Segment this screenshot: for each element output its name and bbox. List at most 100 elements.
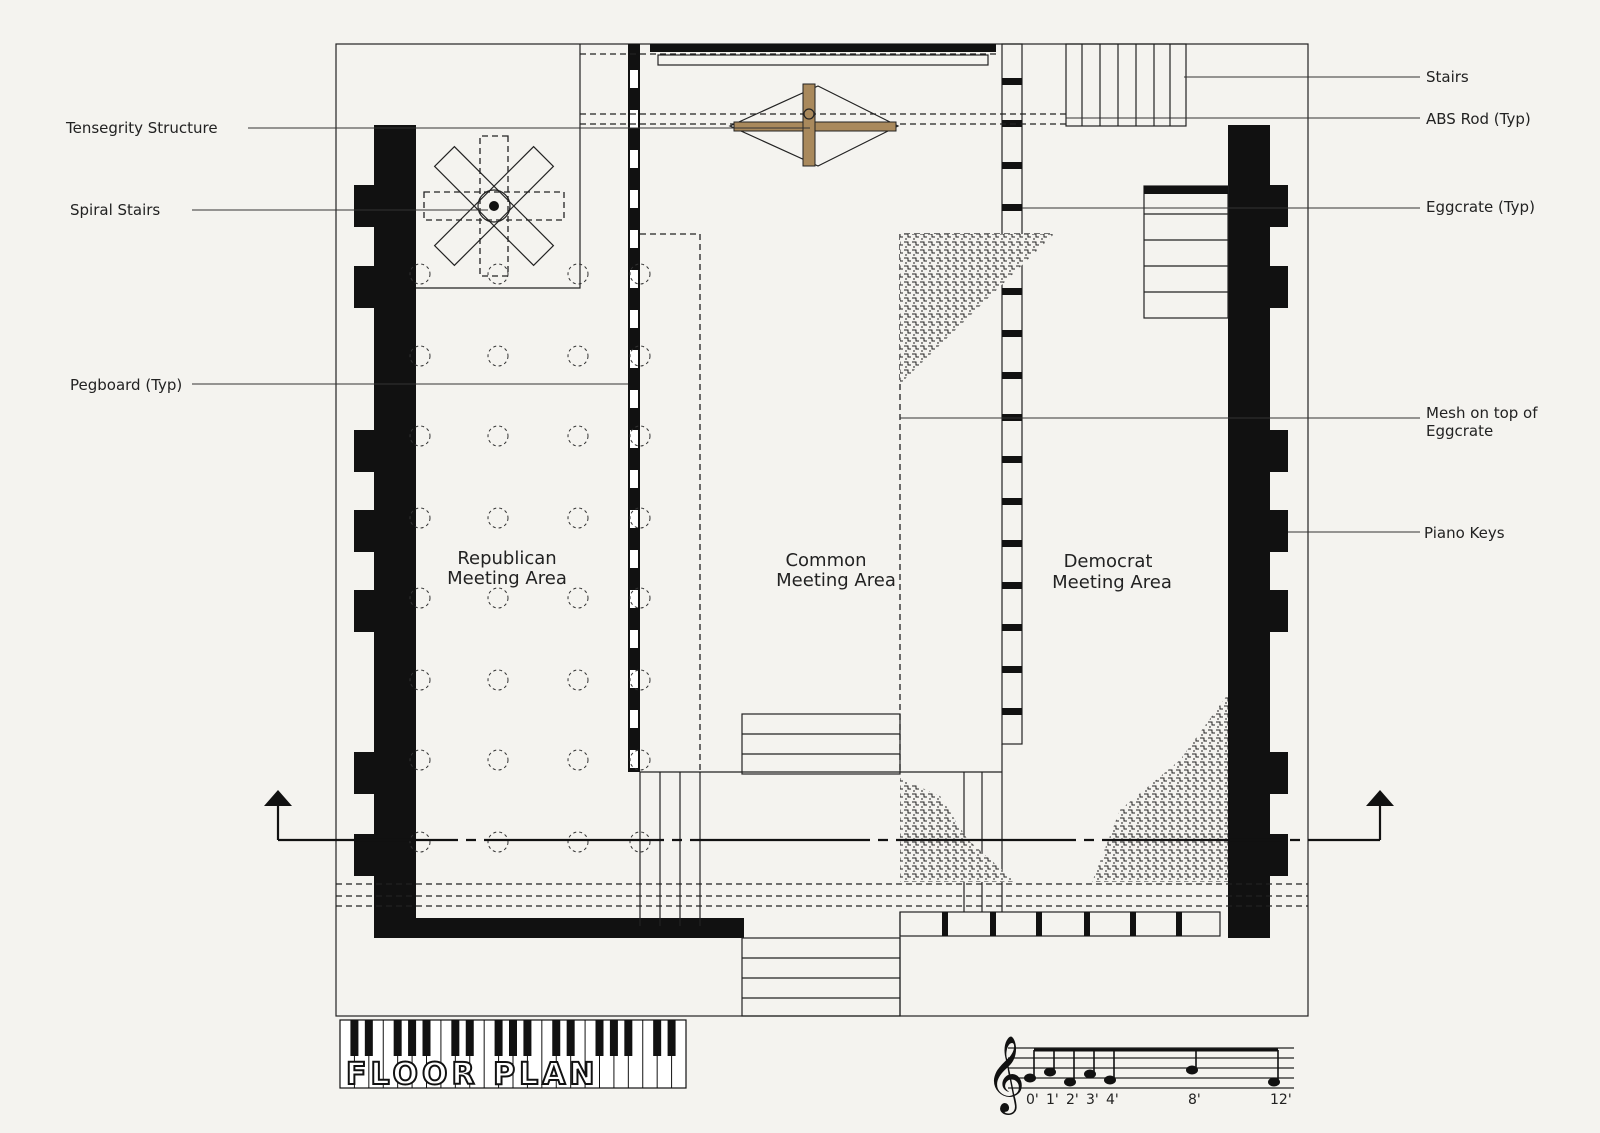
eggcrate-bar (1002, 288, 1022, 295)
area-republican-line2: Meeting Area (447, 568, 567, 589)
pegboard-gap (630, 70, 638, 88)
area-common-line1: Common (785, 550, 866, 571)
eggcrate-bar (1002, 78, 1022, 85)
eggcrate-bar (1002, 204, 1022, 211)
peg-circle (629, 263, 651, 285)
scale-tick-label: 3' (1086, 1092, 1099, 1108)
scale-bar: 𝄞 0'1'2'3'4'8'12' (986, 1035, 1294, 1115)
eggcrate-bar (1002, 624, 1022, 631)
peg-circle (629, 345, 651, 367)
pegboard-gap (630, 590, 638, 608)
area-republican-line1: Republican (457, 548, 556, 569)
peg-circle (409, 749, 431, 771)
peg-circle (487, 831, 509, 853)
scale-tick-label: 8' (1188, 1092, 1201, 1108)
stairs-common-area (741, 713, 901, 1017)
peg-circle (567, 507, 589, 529)
pegboard-gap (630, 750, 638, 768)
piano-key-black (465, 1020, 474, 1056)
peg-circle (567, 345, 589, 367)
label-mesh-line1: Mesh on top of (1426, 404, 1538, 422)
peg-circle (629, 831, 651, 853)
peg-circle (487, 263, 509, 285)
piano-key-black (552, 1020, 561, 1056)
pegboard-gap (630, 630, 638, 648)
spiral-stair-room (416, 44, 581, 289)
pegboard-gap (630, 270, 638, 288)
eggcrate-bar (1002, 330, 1022, 337)
piano-key-black (494, 1020, 503, 1056)
piano-key-black (408, 1020, 417, 1056)
label-pegboard: Pegboard (Typ) (70, 376, 182, 394)
pegboard-gap (630, 350, 638, 368)
piano-key-black (422, 1020, 431, 1056)
mesh-areas (900, 234, 1228, 882)
peg-circle (409, 263, 431, 285)
pegboard-circles (409, 263, 651, 853)
eggcrate-bar (1002, 498, 1022, 505)
pegboard-gap (630, 430, 638, 448)
label-piano-keys: Piano Keys (1424, 524, 1505, 542)
common-area-outline (639, 744, 1003, 1016)
left-wall (354, 125, 744, 938)
note-head (1044, 1067, 1056, 1077)
label-abs-rod: ABS Rod (Typ) (1426, 110, 1531, 128)
label-stairs: Stairs (1426, 68, 1469, 86)
peg-circle (487, 669, 509, 691)
piano-key-black (364, 1020, 373, 1056)
right-wall (1228, 125, 1288, 938)
treble-clef-icon: 𝄞 (986, 1035, 1025, 1115)
peg-circle (487, 587, 509, 609)
peg-circle (629, 669, 651, 691)
leader-lines (192, 76, 1420, 533)
peg-circle (409, 831, 431, 853)
piano-key-black (451, 1020, 460, 1056)
piano-key-black (566, 1020, 575, 1056)
peg-circle (409, 345, 431, 367)
peg-circle (567, 831, 589, 853)
peg-circle (629, 587, 651, 609)
piano-key-black (509, 1020, 517, 1056)
piano-keys-strip (899, 911, 1221, 937)
stairs-right-inner (1143, 185, 1229, 319)
piano-key-black (350, 1020, 359, 1056)
scale-tick-label: 12' (1270, 1092, 1292, 1108)
piano-key-black (609, 1020, 618, 1056)
pegboard-gap (630, 310, 638, 328)
peg-circle (409, 587, 431, 609)
peg-circle (487, 425, 509, 447)
title-floor-plan: FLOOR PLAN (346, 1057, 599, 1092)
label-spiral-stairs: Spiral Stairs (70, 201, 160, 219)
label-mesh-line2: Eggcrate (1426, 422, 1493, 440)
piano-key-black (667, 1020, 676, 1056)
peg-circle (487, 507, 509, 529)
eggcrate-bar (1002, 582, 1022, 589)
pegboard-column-left (628, 44, 640, 772)
area-democrat-line1: Democrat (1064, 551, 1153, 572)
note-head (1064, 1077, 1076, 1087)
piano-key-black (393, 1020, 402, 1056)
eggcrate-bar (1002, 540, 1022, 547)
piano-key-black (653, 1020, 662, 1056)
note-head (1104, 1075, 1116, 1085)
scale-tick-label: 1' (1046, 1092, 1059, 1108)
piano-key-black (523, 1020, 532, 1056)
peg-circle (567, 669, 589, 691)
stairs-top-right (1065, 43, 1187, 127)
piano-key-black (595, 1020, 604, 1056)
peg-circle (629, 749, 651, 771)
peg-circle (409, 669, 431, 691)
piano-key-black (624, 1020, 633, 1056)
note-head (1268, 1077, 1280, 1087)
pegboard-gap (630, 510, 638, 528)
pegboard-gap (630, 670, 638, 688)
pegboard-gap (630, 470, 638, 488)
scale-tick-label: 0' (1026, 1092, 1039, 1108)
pegboard-gap (630, 190, 638, 208)
peg-circle (567, 749, 589, 771)
peg-circle (487, 345, 509, 367)
top-wall (650, 44, 996, 66)
peg-circle (629, 507, 651, 529)
area-common-line2: Meeting Area (776, 570, 896, 591)
